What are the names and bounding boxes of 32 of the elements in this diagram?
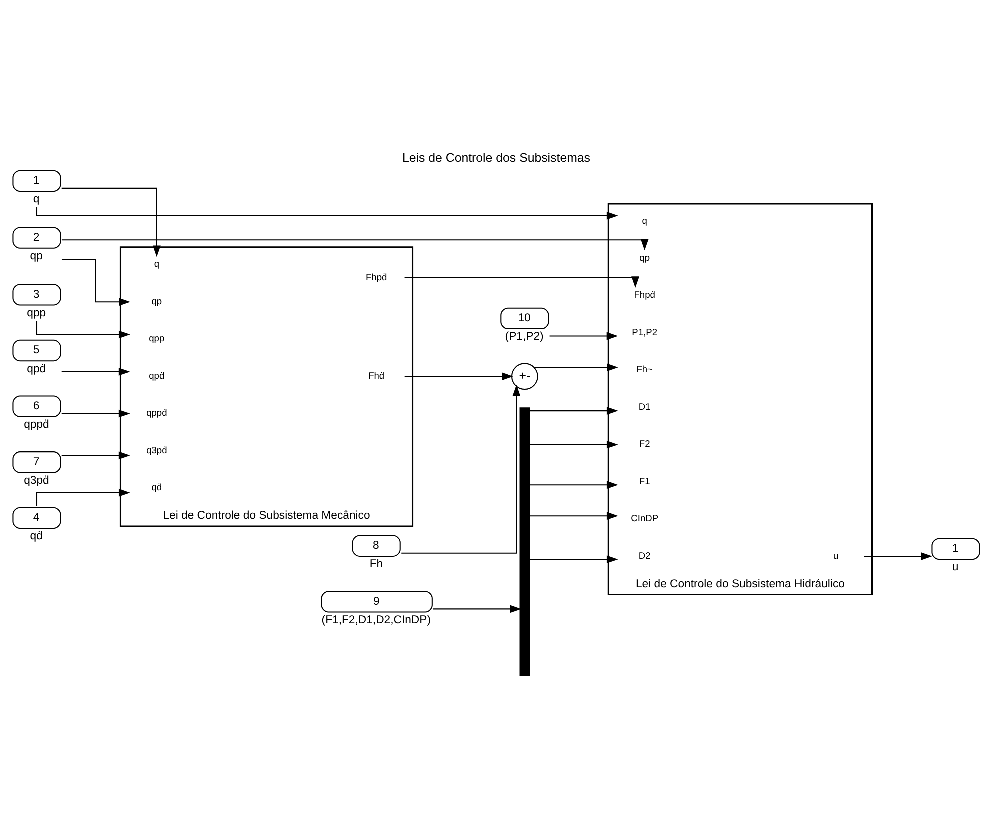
node-text: Fhḋ <box>368 370 385 381</box>
node-label: qpḋ <box>27 363 46 376</box>
node-label: q <box>33 194 40 206</box>
node-text: P1,P2 <box>632 327 658 338</box>
node-text: qppḋ <box>146 408 168 418</box>
node-text: u <box>834 550 839 561</box>
node-label: q3pḋ <box>24 474 50 487</box>
node-text: F1 <box>639 476 650 486</box>
node-label: (F1,F2,D1,D2,CInDP) <box>322 614 431 626</box>
node-text: qpp <box>149 334 165 344</box>
node-text: q3pḋ <box>146 445 168 456</box>
node-text: qpḋ <box>149 370 165 381</box>
node-label: qḋ <box>30 530 43 543</box>
node-label: qp <box>30 250 43 263</box>
node-text: D2 <box>638 550 651 561</box>
node-text: qp <box>152 296 162 306</box>
node-label: (P1,P2) <box>505 331 544 344</box>
node-text: qḋ <box>152 482 162 493</box>
node-text: F2 <box>639 439 650 450</box>
node-text: D1 <box>638 402 651 412</box>
node-text: q <box>642 216 648 226</box>
node-text: Fh~ <box>636 364 653 375</box>
node-label: qppḋ <box>24 419 50 432</box>
node-text: qp <box>640 253 650 264</box>
node-label: Fh <box>370 558 384 571</box>
node-text: CInDP <box>631 514 659 524</box>
node-label: u <box>952 562 959 574</box>
node-text: q <box>154 259 160 270</box>
diagram-title: Leis de Controle dos Subsistemas <box>402 151 591 166</box>
node-text: Fhpḋ <box>366 272 388 283</box>
node-label: qpp <box>27 307 46 320</box>
node-text: Fhpḋ <box>634 290 656 300</box>
